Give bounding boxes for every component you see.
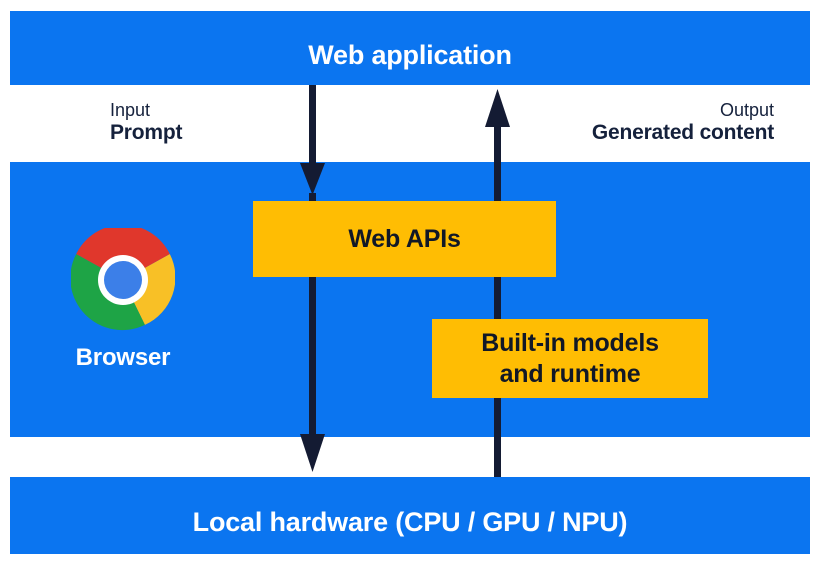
output-kind-label: Output bbox=[719, 100, 774, 120]
output-value-label: Generated content bbox=[591, 121, 774, 145]
output-flow-label: Output Generated content bbox=[592, 100, 774, 146]
box-built-in-models-label-line2: and runtime bbox=[499, 359, 641, 388]
browser-label: Browser bbox=[75, 344, 171, 371]
band-local-hardware-label: Local hardware (CPU / GPU / NPU) bbox=[192, 507, 628, 537]
band-local-hardware: Local hardware (CPU / GPU / NPU) bbox=[10, 477, 810, 554]
browser-identity: Browser bbox=[62, 228, 184, 372]
input-value-label: Prompt bbox=[110, 121, 183, 145]
box-web-apis[interactable]: Web APIs bbox=[253, 201, 556, 277]
band-web-application-label: Web application bbox=[308, 40, 512, 70]
band-web-application: Web application bbox=[10, 11, 810, 85]
input-flow-label: Input Prompt bbox=[110, 100, 183, 146]
box-built-in-models[interactable]: Built-in models and runtime bbox=[432, 319, 708, 398]
box-web-apis-label: Web APIs bbox=[348, 224, 461, 253]
chrome-logo-icon bbox=[71, 228, 175, 331]
box-built-in-models-label-line1: Built-in models bbox=[481, 329, 659, 357]
box-built-in-models-label: Built-in models and runtime bbox=[481, 328, 659, 389]
input-kind-label: Input bbox=[110, 100, 151, 120]
